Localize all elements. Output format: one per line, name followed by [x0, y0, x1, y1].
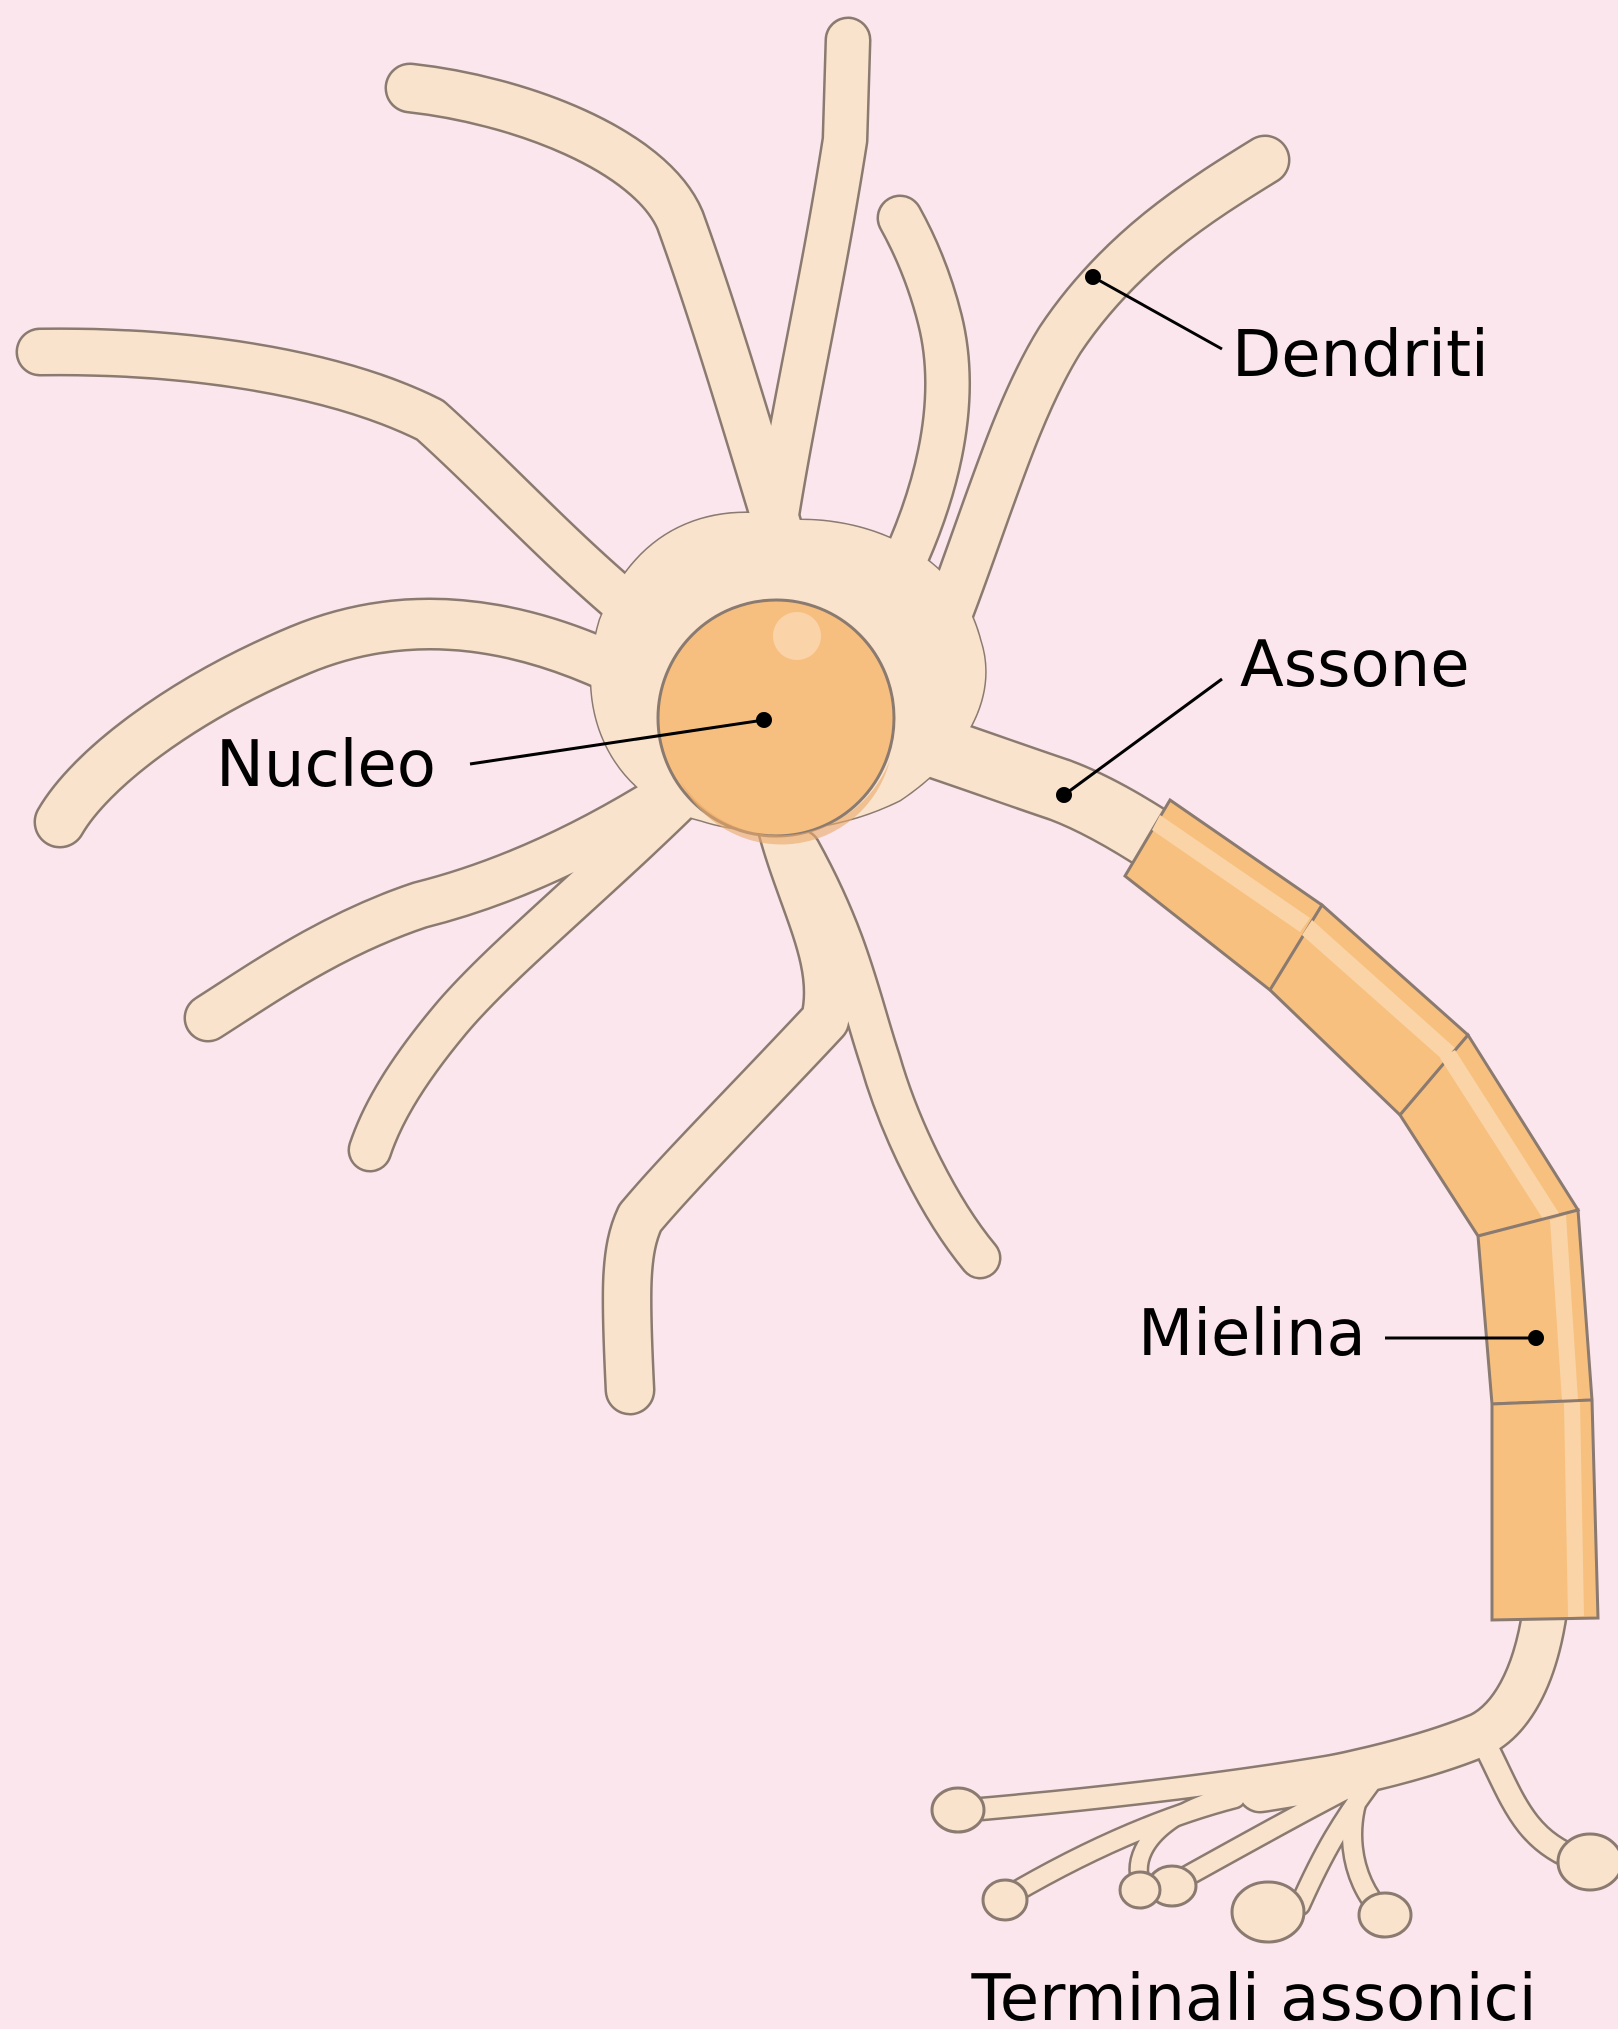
label-axon-terminals: Terminali assonici	[971, 1962, 1537, 2029]
synaptic-bouton	[983, 1880, 1027, 1920]
label-nucleus: Nucleo	[216, 728, 436, 802]
label-axon: Assone	[1240, 628, 1470, 702]
synaptic-bouton	[1359, 1893, 1411, 1937]
myelin-segment	[1478, 1210, 1592, 1404]
label-myelin: Mielina	[1138, 1297, 1366, 1371]
synaptic-bouton	[1558, 1834, 1618, 1890]
synaptic-bouton	[1120, 1872, 1160, 1908]
label-dendrites: Dendriti	[1232, 318, 1489, 392]
nucleolus-highlight	[773, 612, 821, 660]
myelin-segment	[1492, 1400, 1598, 1620]
synaptic-bouton	[1232, 1882, 1304, 1942]
synaptic-bouton	[932, 1788, 984, 1832]
